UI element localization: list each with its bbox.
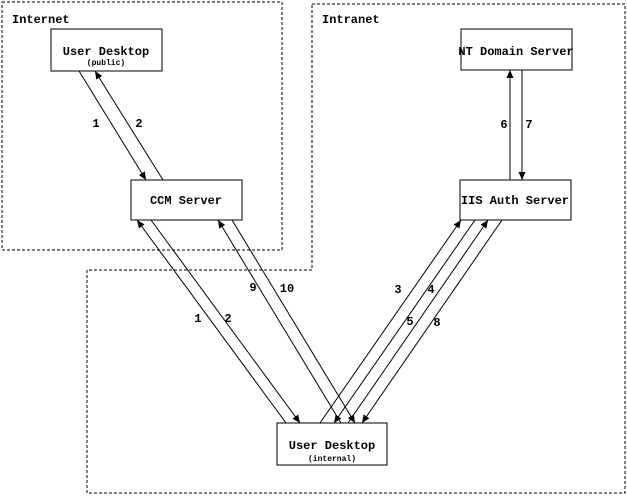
node-user-desktop-internal: User Desktop (internal) (276, 422, 388, 466)
edge-label-3: 3 (394, 283, 401, 297)
intranet-region-border (86, 3, 626, 494)
edge-5-internal-to-iis (347, 219, 489, 424)
node-ccm-server-label: CCM Server (150, 194, 222, 208)
node-nt-domain-server-box (460, 28, 573, 71)
edge-1-public-to-ccm (78, 70, 147, 181)
edge-10-ccm-to-internal (231, 219, 356, 424)
edge-label-7: 7 (525, 118, 532, 132)
edge-label-1-public: 1 (92, 117, 99, 131)
edge-2-ccm-to-internal (150, 219, 301, 424)
edge-1-internal-to-ccm (136, 219, 287, 424)
node-user-desktop-internal-sublabel: (internal) (308, 455, 356, 464)
edge-9-internal-to-ccm (217, 219, 342, 424)
node-user-desktop-public: User Desktop (public) (50, 28, 163, 72)
node-nt-domain-server-label: NT Domain Server (458, 45, 573, 59)
node-user-desktop-public-box (50, 28, 163, 72)
edge-8-iis-to-internal (361, 219, 503, 424)
edge-label-6: 6 (500, 118, 507, 132)
internet-region-label: Internet (12, 13, 70, 27)
node-user-desktop-internal-box (276, 422, 388, 466)
node-nt-domain-server: NT Domain Server (458, 28, 574, 71)
node-iis-auth-server-box (459, 179, 572, 221)
node-user-desktop-internal-label: User Desktop (289, 439, 375, 453)
edge-4-iis-to-internal (333, 219, 476, 424)
node-ccm-server-box (130, 179, 243, 221)
node-iis-auth-server: IIS Auth Server (459, 179, 572, 221)
edge-label-10: 10 (280, 282, 294, 296)
edge-label-2-public: 2 (135, 117, 142, 131)
intranet-region-label: Intranet (322, 13, 380, 27)
edge-label-5: 5 (406, 315, 413, 329)
edge-label-9: 9 (249, 281, 256, 295)
edge-label-2-internal: 2 (224, 312, 231, 326)
edge-label-1-internal: 1 (194, 312, 201, 326)
node-user-desktop-public-sublabel: (public) (87, 59, 125, 68)
node-iis-auth-server-label: IIS Auth Server (461, 194, 569, 208)
edge-label-4: 4 (427, 283, 434, 297)
node-ccm-server: CCM Server (130, 179, 243, 221)
edge-3-internal-to-iis (319, 219, 462, 424)
edge-2-ccm-to-public (94, 70, 164, 181)
edge-label-8: 8 (433, 316, 440, 330)
internet-region-border (1, 1, 283, 251)
node-user-desktop-public-label: User Desktop (63, 45, 149, 59)
